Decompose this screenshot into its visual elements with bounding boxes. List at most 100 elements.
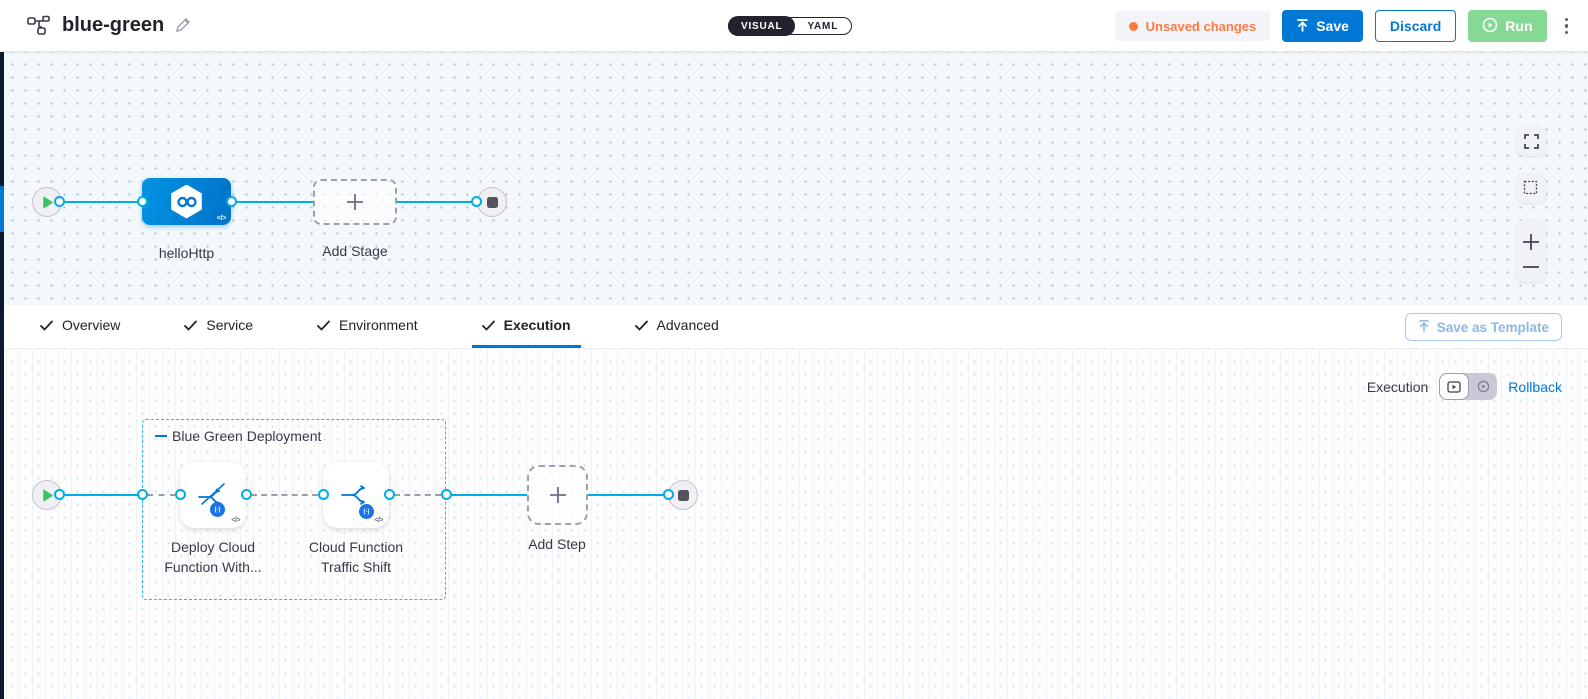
check-icon xyxy=(634,320,648,331)
code-icon: </> xyxy=(374,517,383,524)
tab-label: Service xyxy=(206,317,254,333)
stage-canvas[interactable]: </> helloHttp Add Stage xyxy=(0,52,1588,305)
connector-point[interactable] xyxy=(663,489,674,500)
serverless-hexagon-icon xyxy=(171,184,202,219)
tab-execution[interactable]: Execution xyxy=(471,305,581,348)
execution-mode-row: Execution Rollback xyxy=(1367,373,1562,400)
tab-environment[interactable]: Environment xyxy=(307,305,428,348)
discard-button[interactable]: Discard xyxy=(1374,10,1457,42)
fit-selection-button[interactable] xyxy=(1516,173,1546,203)
visual-yaml-toggle: VISUAL YAML xyxy=(728,16,853,36)
check-icon xyxy=(317,320,330,331)
save-button[interactable]: Save xyxy=(1282,10,1363,42)
unsaved-changes-badge: Unsaved changes xyxy=(1114,11,1271,41)
stage-tabbar: Overview Service Environment Execution A… xyxy=(0,305,1588,349)
play-icon xyxy=(42,196,53,208)
rollback-mode-icon[interactable] xyxy=(1469,373,1497,400)
check-icon xyxy=(40,320,53,331)
connector-point[interactable] xyxy=(174,489,186,500)
unsaved-dot-icon xyxy=(1128,21,1138,31)
pipeline-graph-icon xyxy=(26,15,52,37)
more-options-kebab-icon[interactable] xyxy=(1559,14,1575,39)
step-name-label: Deploy Cloud Function With... xyxy=(164,539,262,575)
execution-rollback-toggle[interactable] xyxy=(1439,373,1498,400)
upload-arrow-icon xyxy=(1418,319,1430,335)
execution-canvas[interactable]: Execution Rollback xyxy=(0,349,1588,699)
connector-point[interactable] xyxy=(136,489,148,500)
connector-line xyxy=(451,493,527,497)
stop-icon xyxy=(677,489,689,501)
tab-advanced[interactable]: Advanced xyxy=(625,305,729,348)
dashed-connector xyxy=(251,494,318,496)
check-icon xyxy=(481,320,495,331)
tab-service[interactable]: Service xyxy=(174,305,263,348)
stop-icon xyxy=(486,196,498,208)
pipeline-end-node[interactable] xyxy=(477,187,507,217)
connector-point[interactable] xyxy=(440,489,452,500)
connector-line xyxy=(397,200,474,204)
execution-mode-label: Execution xyxy=(1366,378,1429,395)
connector-point[interactable] xyxy=(54,196,65,207)
traffic-shift-icon xyxy=(341,485,365,505)
step-card-deploy-cloud-function[interactable]: (-) </> xyxy=(180,462,246,528)
edit-pencil-icon[interactable] xyxy=(174,17,191,34)
connector-point[interactable] xyxy=(136,196,148,207)
connector-line xyxy=(60,200,144,204)
toggle-yaml[interactable]: YAML xyxy=(807,20,839,32)
plus-icon xyxy=(549,487,566,503)
check-icon xyxy=(184,320,198,331)
header-actions: Unsaved changes Save Discard xyxy=(1114,0,1575,52)
save-label: Save xyxy=(1316,18,1349,34)
rollback-link[interactable]: Rollback xyxy=(1508,378,1562,395)
connector-point[interactable] xyxy=(240,489,252,500)
save-as-template-button[interactable]: Save as Template xyxy=(1404,313,1562,341)
toggle-visual[interactable]: VISUAL xyxy=(728,16,796,36)
cloud-function-badge-icon: (-) xyxy=(359,504,374,519)
zoom-out-icon[interactable] xyxy=(1522,265,1540,269)
left-nav-strip xyxy=(0,52,4,699)
add-step-button[interactable] xyxy=(527,465,588,525)
connector-point[interactable] xyxy=(471,196,482,207)
connector-point[interactable] xyxy=(225,196,237,207)
connector-point[interactable] xyxy=(383,489,395,500)
zoom-in-icon[interactable] xyxy=(1522,233,1540,251)
code-icon: </> xyxy=(216,213,227,222)
header-left: blue-green xyxy=(0,14,191,37)
upload-arrow-icon xyxy=(1296,18,1309,35)
cloud-function-badge-icon: (-) xyxy=(210,502,225,517)
execution-mode-icon[interactable] xyxy=(1439,373,1470,400)
connector-line xyxy=(231,200,313,204)
connector-point[interactable] xyxy=(54,489,65,500)
connector-point[interactable] xyxy=(317,489,329,500)
zoom-control xyxy=(1516,220,1546,282)
run-button[interactable]: Run xyxy=(1468,10,1547,42)
collapse-dash-icon[interactable] xyxy=(155,434,167,438)
unsaved-changes-label: Unsaved changes xyxy=(1145,18,1257,34)
step-group-blue-green-deployment[interactable]: Blue Green Deployment xyxy=(142,419,446,600)
add-step-label: Add Step xyxy=(528,536,586,552)
discard-label: Discard xyxy=(1389,18,1442,34)
left-nav-accent xyxy=(0,186,4,232)
tab-label: Environment xyxy=(339,317,418,333)
page-title: blue-green xyxy=(62,14,165,36)
connector-line xyxy=(60,493,142,497)
step-group-title[interactable]: Blue Green Deployment xyxy=(155,428,321,444)
fullscreen-button[interactable] xyxy=(1516,126,1546,156)
deploy-cloud-function-icon xyxy=(198,483,225,506)
tab-overview[interactable]: Overview xyxy=(30,305,130,348)
add-stage-button[interactable] xyxy=(313,179,397,225)
play-icon xyxy=(42,489,53,501)
tab-label: Overview xyxy=(62,317,121,333)
connector-line xyxy=(588,493,667,497)
fullscreen-icon xyxy=(1523,133,1539,149)
step-card-cloud-function-traffic-shift[interactable]: (-) </> xyxy=(323,462,389,528)
add-stage-label: Add Stage xyxy=(322,243,388,259)
tab-label: Execution xyxy=(503,317,571,333)
dashed-connector xyxy=(394,494,441,496)
header: blue-green VISUAL YAML Unsaved changes xyxy=(0,0,1588,52)
tab-label: Advanced xyxy=(656,317,719,333)
dashed-connector xyxy=(147,494,176,496)
save-as-template-label: Save as Template xyxy=(1436,319,1549,335)
stage-card-hellohttp[interactable]: </> xyxy=(142,178,231,225)
